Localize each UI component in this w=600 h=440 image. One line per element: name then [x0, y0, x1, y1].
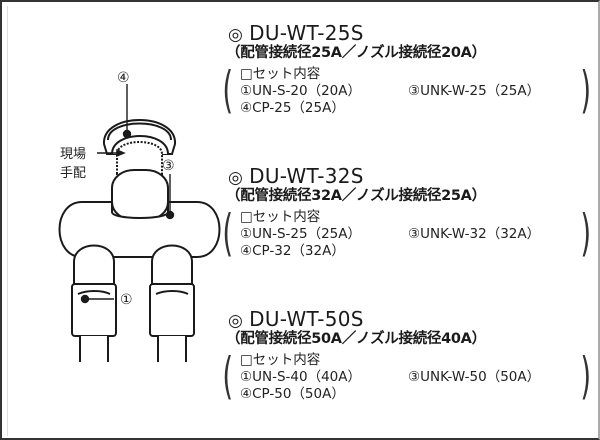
field-supplied-label-line2: 手配	[60, 166, 86, 181]
callout-1: ①	[120, 292, 133, 308]
set-item: ③UNK-W-25（25A）	[408, 83, 541, 99]
set-item: ③UNK-W-32（32A）	[408, 226, 541, 242]
right-paren: )	[580, 347, 592, 405]
callout-3: ③	[162, 158, 175, 174]
model-block-du-wt-50s: ◎DU-WT-50S （配管接続径50A／ノズル接続径40A） ( □セット内容…	[222, 307, 591, 410]
field-supplied-label-line1: 現場	[60, 147, 86, 162]
left-paren: (	[222, 204, 234, 262]
assembly-diagram: ④ ③ ① 現場 手配	[32, 62, 232, 362]
set-contents: ( □セット内容 ①UN-S-25（25A） ③UNK-W-32（32A） ④CP…	[222, 205, 591, 267]
callout-4: ④	[117, 70, 130, 86]
model-spec: （配管接続径50A／ノズル接続径40A）	[226, 331, 486, 347]
frame-inner-line	[7, 6, 8, 436]
set-item: ④CP-50（50A）	[240, 386, 345, 402]
main-body	[58, 201, 221, 258]
model-title: ◎DU-WT-25S	[228, 21, 588, 45]
model-spec: （配管接続径25A／ノズル接続径20A）	[226, 45, 486, 61]
set-heading: □セット内容	[240, 66, 321, 82]
set-contents: ( □セット内容 ①UN-S-40（40A） ③UNK-W-50（50A） ④CP…	[222, 348, 591, 410]
set-item: ④CP-25（25A）	[240, 100, 345, 116]
model-name: DU-WT-32S	[249, 164, 364, 188]
assembly-illustration: ④ ③ ① 現場 手配	[58, 70, 221, 362]
left-paren: (	[222, 61, 234, 119]
set-contents: ( □セット内容 ①UN-S-20（20A） ③UNK-W-25（25A） ④CP…	[222, 62, 591, 124]
set-item: ①UN-S-25（25A）	[240, 226, 361, 242]
right-paren: )	[580, 204, 592, 262]
model-name: DU-WT-50S	[249, 307, 364, 331]
set-item: ①UN-S-40（40A）	[240, 369, 361, 385]
double-circle-icon: ◎	[228, 25, 244, 45]
set-item: ①UN-S-20（20A）	[240, 83, 361, 99]
right-paren: )	[580, 61, 592, 119]
left-paren: (	[222, 347, 234, 405]
model-block-du-wt-25s: ◎DU-WT-25S （配管接続径25A／ノズル接続径20A） ( □セット内容…	[222, 21, 591, 124]
model-name: DU-WT-25S	[249, 21, 364, 45]
double-circle-icon: ◎	[228, 168, 244, 188]
model-title: ◎DU-WT-50S	[228, 307, 588, 331]
double-circle-icon: ◎	[228, 311, 244, 331]
set-heading: □セット内容	[240, 352, 321, 368]
model-block-du-wt-32s: ◎DU-WT-32S （配管接続径32A／ノズル接続径25A） ( □セット内容…	[222, 164, 591, 267]
model-title: ◎DU-WT-32S	[228, 164, 588, 188]
set-item: ④CP-32（32A）	[240, 243, 345, 259]
model-spec: （配管接続径32A／ノズル接続径25A）	[226, 188, 486, 204]
set-heading: □セット内容	[240, 209, 321, 225]
set-item: ③UNK-W-50（50A）	[408, 369, 541, 385]
